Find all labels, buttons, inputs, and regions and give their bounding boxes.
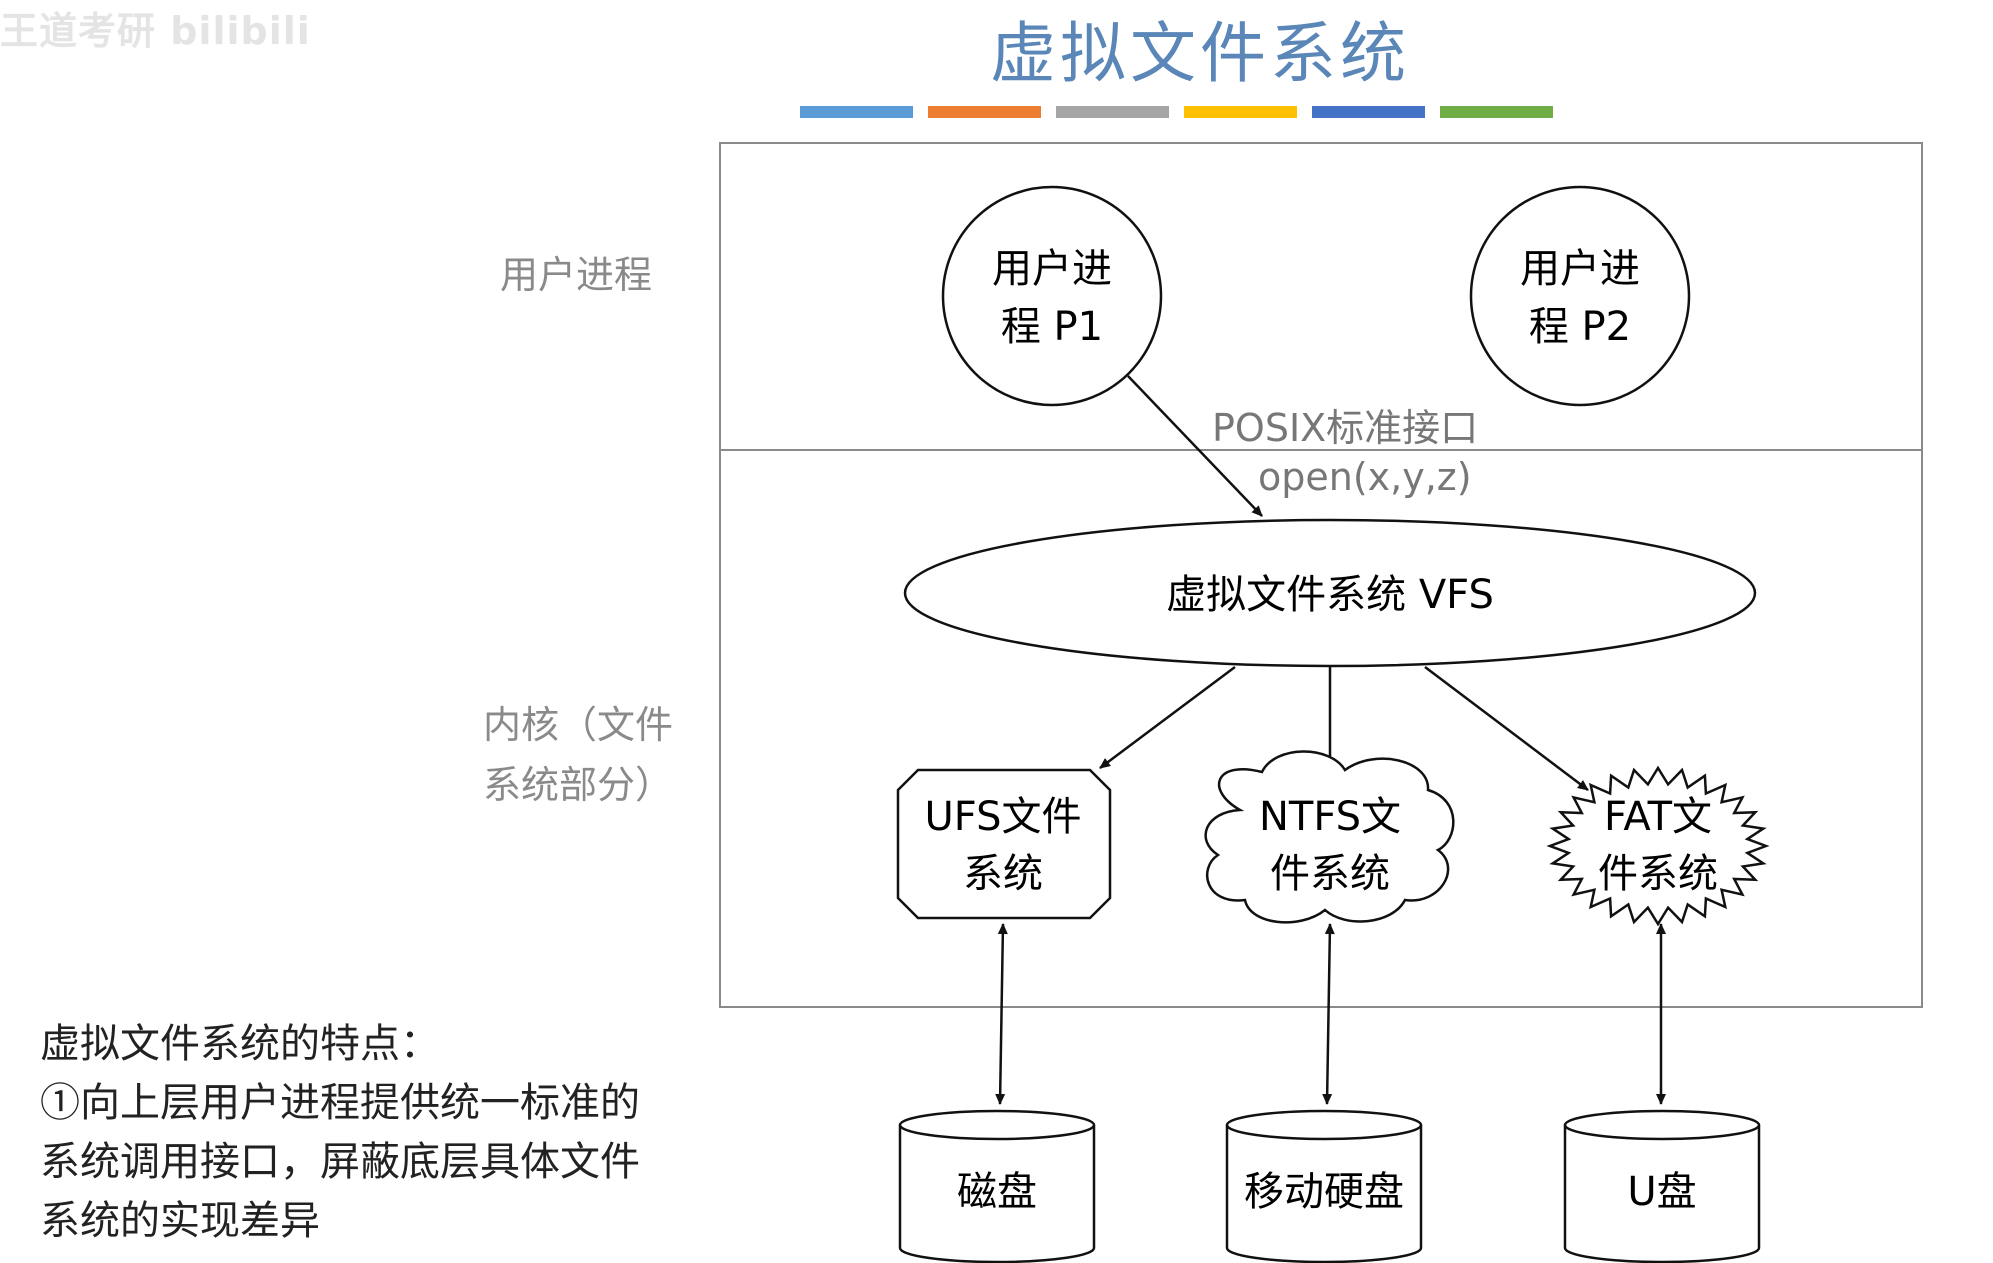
diagram-frame bbox=[719, 142, 1923, 1008]
kernel-label-line1: 内核（文件 bbox=[483, 703, 674, 747]
process-p1-circle bbox=[941, 185, 1163, 407]
arrow-p1-to-vfs bbox=[1127, 375, 1263, 517]
removable-cylinder-top bbox=[1225, 1109, 1423, 1141]
process-p1-label-line2: 程 P1 bbox=[1001, 304, 1103, 350]
usb-cylinder-top bbox=[1563, 1109, 1761, 1141]
arrow-vfs-to-fat bbox=[1424, 666, 1589, 791]
page-title: 虚拟文件系统 bbox=[990, 15, 1410, 92]
color-bar-segment bbox=[800, 106, 913, 118]
process-p2-label-line1: 用户进 bbox=[1520, 246, 1640, 292]
process-p1: 用户进 程 P1 bbox=[941, 185, 1163, 407]
color-bar-segment bbox=[1056, 106, 1169, 118]
device-usb-drive: U盘 bbox=[1563, 1109, 1761, 1263]
arrow-ntfs-removable bbox=[1322, 923, 1335, 1105]
watermark-logo: 王道考研 bilibili bbox=[0, 9, 311, 53]
process-p2-label-line2: 程 P2 bbox=[1529, 304, 1631, 350]
ufs-octagon-shape bbox=[896, 768, 1112, 920]
notes-heading: 虚拟文件系统的特点： bbox=[40, 1021, 440, 1067]
process-p2-circle bbox=[1469, 185, 1691, 407]
ntfs-label-line1: NTFS文 bbox=[1259, 794, 1401, 840]
user-process-label: 用户进程 bbox=[500, 253, 653, 297]
color-bar-segment bbox=[928, 106, 1041, 118]
notes-line-1: ①向上层用户进程提供统一标准的 bbox=[40, 1080, 640, 1126]
open-call-label: open(x,y,z) bbox=[1258, 455, 1472, 499]
disk-label: 磁盘 bbox=[957, 1169, 1037, 1215]
color-bar-segment bbox=[1184, 106, 1297, 118]
notes-line-2: 系统调用接口，屏蔽底层具体文件 bbox=[40, 1139, 640, 1185]
vfs-node: 虚拟文件系统 VFS bbox=[903, 518, 1757, 668]
posix-interface-label: POSIX标准接口 bbox=[1212, 406, 1479, 450]
process-p2: 用户进 程 P2 bbox=[1469, 185, 1691, 407]
ufs-label-line2: 系统 bbox=[963, 851, 1043, 897]
title-color-bar bbox=[800, 106, 1553, 118]
ntfs-filesystem: NTFS文 件系统 bbox=[1204, 750, 1455, 924]
usb-cylinder-body bbox=[1563, 1125, 1761, 1263]
arrow-ufs-disk bbox=[995, 923, 1008, 1105]
ntfs-label-line2: 件系统 bbox=[1270, 851, 1390, 897]
color-bar-segment bbox=[1312, 106, 1425, 118]
ufs-label-line1: UFS文件 bbox=[925, 794, 1082, 840]
kernel-label-line2: 系统部分） bbox=[483, 763, 674, 807]
device-disk: 磁盘 bbox=[898, 1109, 1096, 1263]
disk-cylinder-body bbox=[898, 1125, 1096, 1263]
vfs-label: 虚拟文件系统 VFS bbox=[1166, 572, 1494, 618]
color-bar-segment bbox=[1440, 106, 1553, 118]
fat-label-line2: 件系统 bbox=[1598, 851, 1718, 897]
disk-cylinder-top bbox=[898, 1109, 1096, 1141]
usb-drive-label: U盘 bbox=[1627, 1169, 1696, 1215]
fat-label-line1: FAT文 bbox=[1604, 794, 1712, 840]
removable-cylinder-body bbox=[1225, 1125, 1423, 1263]
process-p1-label-line1: 用户进 bbox=[992, 246, 1112, 292]
device-removable-drive: 移动硬盘 bbox=[1225, 1109, 1423, 1263]
vfs-ellipse bbox=[903, 518, 1757, 668]
vfs-features-notes: 虚拟文件系统的特点： ①向上层用户进程提供统一标准的 系统调用接口，屏蔽底层具体… bbox=[40, 1015, 760, 1251]
ufs-filesystem: UFS文件 系统 bbox=[896, 768, 1112, 920]
kernel-label: 内核（文件 系统部分） bbox=[483, 695, 673, 815]
arrow-vfs-to-ufs bbox=[1099, 665, 1236, 770]
fat-filesystem: FAT文 件系统 bbox=[1546, 765, 1770, 927]
removable-drive-label: 移动硬盘 bbox=[1244, 1169, 1404, 1215]
notes-line-3: 系统的实现差异 bbox=[40, 1198, 320, 1244]
fat-burst-shape bbox=[1546, 765, 1770, 927]
ntfs-cloud-shape bbox=[1204, 750, 1455, 924]
